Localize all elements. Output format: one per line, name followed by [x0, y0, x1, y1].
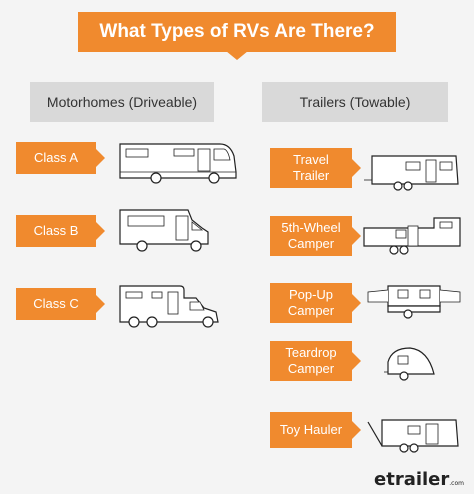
logo-suffix: .com — [449, 480, 464, 487]
toy-hauler-icon — [367, 419, 459, 453]
tag-arrow — [352, 421, 361, 439]
tag-arrow — [352, 352, 361, 370]
class-b-rv-icon — [119, 209, 209, 252]
travel-trailer-icon — [364, 155, 459, 191]
pop-up-label: Pop-Up Camper — [287, 287, 335, 318]
fifth-wheel-camper-icon — [363, 217, 461, 255]
logo-text: etrailer — [374, 469, 450, 490]
fifth-wheel-label: 5th-Wheel Camper — [281, 220, 341, 251]
fifth-wheel-tag: 5th-Wheel Camper — [270, 216, 361, 256]
motorhomes-heading: Motorhomes (Driveable) — [30, 82, 214, 122]
tag-arrow — [96, 295, 105, 313]
class-b-label: Class B — [33, 223, 79, 238]
pop-up-tag: Pop-Up Camper — [270, 283, 361, 323]
class-a-tag: Class A — [16, 142, 105, 174]
class-c-tag: Class C — [16, 288, 105, 320]
class-a-rv-icon — [119, 143, 237, 184]
title-pointer — [226, 51, 248, 60]
tag-arrow — [96, 222, 105, 240]
tag-arrow — [96, 149, 105, 167]
tag-arrow — [352, 294, 361, 312]
page-title: What Types of RVs Are There? — [78, 12, 396, 52]
class-c-rv-icon — [119, 285, 219, 328]
teardrop-camper-icon — [384, 347, 435, 381]
travel-trailer-tag: Travel Trailer — [270, 148, 361, 188]
trailers-heading: Trailers (Towable) — [262, 82, 448, 122]
travel-trailer-label: Travel Trailer — [292, 152, 330, 183]
teardrop-label: Teardrop Camper — [285, 345, 337, 376]
tag-arrow — [352, 227, 361, 245]
toy-hauler-tag: Toy Hauler — [270, 412, 361, 448]
etrailer-logo: etrailer.com — [374, 469, 464, 490]
class-a-label: Class A — [33, 150, 79, 165]
class-b-tag: Class B — [16, 215, 105, 247]
toy-hauler-label: Toy Hauler — [279, 422, 343, 437]
pop-up-camper-icon — [367, 285, 461, 319]
teardrop-tag: Teardrop Camper — [270, 341, 361, 381]
class-c-label: Class C — [33, 296, 79, 311]
tag-arrow — [352, 159, 361, 177]
